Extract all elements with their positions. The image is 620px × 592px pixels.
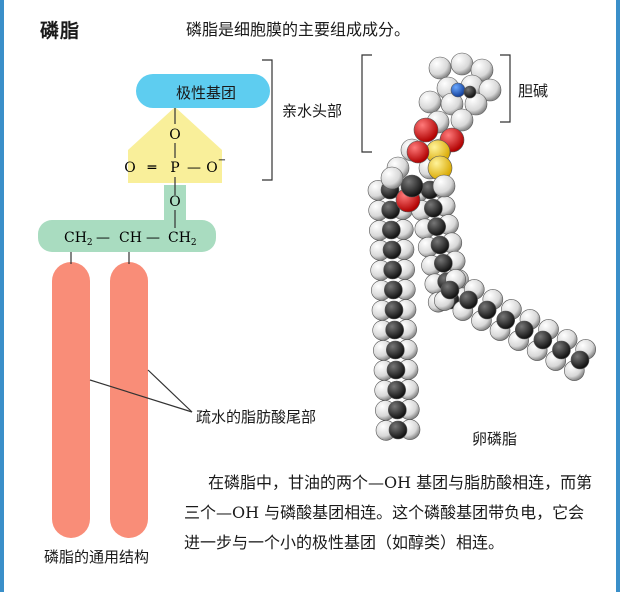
tail-pointer-left [89, 379, 193, 413]
carbon-atom [383, 260, 402, 280]
hydrogen-atom [418, 90, 442, 114]
phosphate-single-bond: — [187, 160, 201, 176]
glycerol-dash-right: — [146, 230, 160, 246]
oxygen-atom [406, 140, 430, 164]
oxygen-atom [413, 117, 439, 143]
choline-label: 胆碱 [518, 82, 549, 100]
polar-group-shape [136, 74, 270, 108]
phosphate-p: P [170, 160, 179, 176]
carbon-atom [382, 240, 402, 260]
lecithin-label: 卵磷脂 [472, 430, 518, 448]
hydrophilic-head-label: 亲水头部 [282, 102, 343, 120]
hydrogen-atom [432, 174, 456, 198]
fatty-acid-tail-left [52, 262, 90, 538]
carbon-atom [440, 280, 460, 300]
carbon-atom [514, 320, 534, 340]
choline-bracket [500, 54, 511, 123]
carbon-atom [382, 220, 401, 240]
fatty-acid-tail-right [110, 262, 148, 538]
polar-group-label: 极性基团 [176, 84, 237, 102]
phosphate-o-left: O [124, 160, 135, 176]
figure-caption: 磷脂是细胞膜的主要组成成分。 [186, 20, 411, 39]
carbon-atom [388, 420, 408, 440]
head-bracket [262, 59, 273, 181]
carbon-atom [424, 199, 443, 218]
general-structure-label: 磷脂的通用结构 [44, 548, 150, 566]
glycerol-bar [38, 220, 216, 252]
carbon-atom [387, 380, 406, 400]
carbon-atom [427, 217, 446, 236]
glycerol-ch2-left: CH2 [64, 230, 93, 248]
carbon-atom [570, 350, 590, 370]
carbon-atom [384, 300, 404, 320]
carbon-atom [386, 360, 406, 380]
carbon-atom [430, 235, 450, 255]
carbon-atom [477, 300, 497, 320]
phosphate-o-top: O [169, 127, 180, 143]
carbon-atom [381, 200, 400, 220]
hydrogen-atom [380, 166, 404, 190]
hydrogen-atom [450, 52, 474, 76]
carbon-atom [388, 400, 407, 420]
carbon-atom [385, 320, 404, 340]
phosphate-o-bottom: O [169, 194, 180, 210]
carbon-atom [552, 340, 571, 360]
phosphate-double-bond: ═ [147, 160, 157, 176]
model-head-bracket [361, 54, 372, 153]
carbon-atom [384, 280, 403, 300]
carbon-atom [400, 174, 424, 198]
carbon-atom [459, 290, 478, 310]
carbon-atom [434, 254, 453, 273]
glycerol-ch: CH [119, 230, 142, 246]
nitrogen-atom [450, 82, 466, 98]
carbon-atom [496, 310, 516, 330]
glycerol-dash-left: — [96, 230, 110, 246]
carbon-atom [386, 340, 405, 360]
hydrogen-atom [428, 56, 452, 80]
body-paragraph: 在磷脂中，甘油的两个—OH 基团与脂肪酸相连，而第三个—OH 与磷酸基团相连。这… [184, 473, 593, 552]
glycerol-connector [164, 185, 186, 223]
carbon-atom [463, 85, 477, 99]
lecithin-space-filling-model [367, 52, 596, 441]
phosphate-charge: − [218, 155, 226, 166]
glycerol-ch2-right: CH2 [168, 230, 197, 248]
hydrogen-atom [450, 108, 474, 132]
carbon-atom [533, 330, 553, 350]
section-title: 磷脂 [40, 20, 81, 42]
hydrophobic-tail-label: 疏水的脂肪酸尾部 [196, 408, 317, 426]
tail-pointer-right [147, 369, 193, 413]
hydrogen-atom [478, 78, 502, 102]
phosphate-o-right: O [206, 160, 217, 176]
